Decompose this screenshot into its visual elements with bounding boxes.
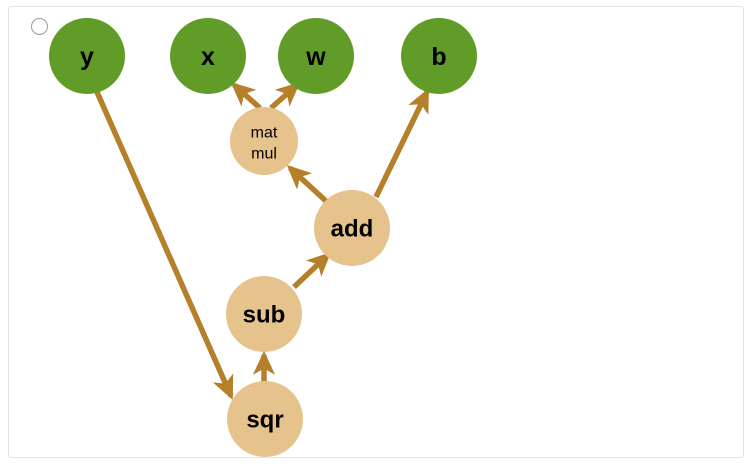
node-label-x: x [201, 43, 215, 71]
node-circle-w[interactable] [278, 18, 354, 94]
graph-node-add[interactable]: add [314, 190, 390, 266]
graph-node-y[interactable]: y [49, 18, 125, 94]
node-circle-x[interactable] [170, 18, 246, 94]
node-label-sqr: sqr [246, 407, 283, 434]
node-circle-sqr[interactable] [227, 381, 303, 457]
graph-canvas: y x w b mat [8, 6, 744, 458]
graph-node-sqr[interactable]: sqr [227, 381, 303, 457]
edge-add-to-matmul [286, 165, 329, 205]
node-label-add: add [331, 216, 374, 243]
graph-node-sub[interactable]: sub [226, 276, 302, 352]
computation-graph-svg: y x w b mat [49, 18, 477, 457]
node-label-w: w [305, 43, 326, 71]
edge-matmul-to-w [269, 82, 301, 111]
variable-node-layer: y x w b [49, 18, 477, 94]
node-circle-add[interactable] [314, 190, 390, 266]
node-label-b: b [431, 43, 446, 71]
node-circle-sub[interactable] [226, 276, 302, 352]
graph-node-w[interactable]: w [278, 18, 354, 94]
edge-sub-to-add [292, 252, 332, 290]
node-circle-b[interactable] [401, 18, 477, 94]
edge-y-to-sqr [94, 90, 234, 400]
selection-radio[interactable] [31, 18, 48, 35]
node-circle-matmul[interactable] [230, 107, 298, 175]
node-circle-y[interactable] [49, 18, 125, 94]
node-label-matmul-line1: mat [251, 125, 278, 142]
edge-matmul-to-x [230, 82, 262, 111]
graph-node-b[interactable]: b [401, 18, 477, 94]
edge-layer [94, 82, 430, 400]
operation-node-layer: mat mul add sub sqr [226, 107, 390, 457]
edge-add-to-b [373, 88, 430, 199]
node-label-sub: sub [243, 302, 286, 329]
node-label-y: y [80, 43, 94, 71]
graph-node-x[interactable]: x [170, 18, 246, 94]
node-label-matmul-line2: mul [251, 146, 277, 163]
graph-node-matmul[interactable]: mat mul [230, 107, 298, 175]
